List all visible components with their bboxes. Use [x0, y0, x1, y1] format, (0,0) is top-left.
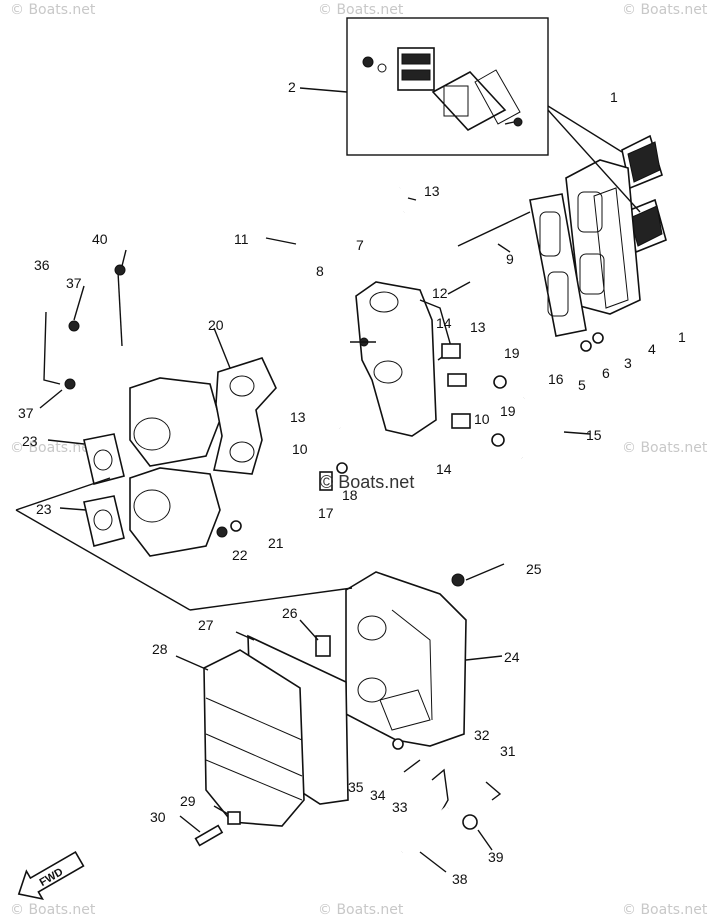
callout-11: 11: [234, 231, 249, 247]
callout-39: 39: [488, 849, 504, 865]
callout-6: 6: [602, 365, 610, 381]
callout-12: 12: [432, 285, 448, 301]
watermark-mid-left: © Boats.net: [10, 440, 96, 456]
callout-10a: 10: [474, 411, 490, 427]
callout-37a: 37: [66, 275, 82, 291]
callout-3: 3: [624, 355, 632, 371]
callout-2: 2: [288, 79, 296, 95]
callout-8: 8: [316, 263, 324, 279]
carburetor-gasket: [213, 357, 277, 475]
callout-22: 22: [232, 547, 248, 563]
callout-32: 32: [474, 727, 490, 743]
center-watermark: © Boats.net: [320, 472, 414, 492]
callout-20: 20: [208, 317, 224, 333]
callout-31: 31: [500, 743, 516, 759]
callout-labels: 1 2 1 3 4 5 6 7 8 40 36 37 11 13 9 12 20…: [18, 79, 686, 887]
watermark-top-mid: © Boats.net: [318, 2, 404, 18]
callout-38: 38: [452, 871, 468, 887]
callout-24: 24: [504, 649, 520, 665]
callout-1a: 1: [610, 89, 618, 105]
watermark-bottom-mid: © Boats.net: [318, 902, 404, 918]
callout-26: 26: [282, 605, 298, 621]
callout-14a: 14: [436, 315, 452, 331]
watermark-mid-right: © Boats.net: [622, 440, 708, 456]
link-rod-40: [117, 271, 123, 347]
callout-5: 5: [578, 377, 586, 393]
callout-9: 9: [506, 251, 514, 267]
callout-14b: 14: [436, 461, 452, 477]
callout-21: 21: [268, 535, 284, 551]
callout-30: 30: [150, 809, 166, 825]
callout-27: 27: [198, 617, 214, 633]
inset-box: [346, 17, 549, 156]
callout-25: 25: [526, 561, 542, 577]
callout-17: 17: [318, 505, 334, 521]
callout-23a: 23: [22, 433, 38, 449]
gasket-23-upper: [83, 433, 125, 485]
intake-silencer-case: [345, 571, 467, 747]
callout-29: 29: [180, 793, 196, 809]
callout-35: 35: [348, 779, 364, 795]
silencer-cover: [203, 649, 305, 827]
callout-16: 16: [548, 371, 564, 387]
callout-19b: 19: [500, 403, 516, 419]
callout-1b: 1: [678, 329, 686, 345]
watermark-top-left: © Boats.net: [10, 2, 96, 18]
link-rod-36: [43, 311, 61, 385]
callout-7: 7: [356, 237, 364, 253]
watermark-top-right: © Boats.net: [622, 2, 708, 18]
carburetor-assembly: [129, 377, 221, 557]
callout-36: 36: [34, 257, 50, 273]
reed-valve-kit-inset: [362, 47, 523, 131]
intake-manifold: [355, 281, 471, 437]
callout-19a: 19: [504, 345, 520, 361]
gasket-23-lower: [83, 495, 125, 547]
callout-28: 28: [152, 641, 168, 657]
watermark-bottom-right: © Boats.net: [622, 902, 708, 918]
callout-33: 33: [392, 799, 408, 815]
callout-13b: 13: [470, 319, 486, 335]
callout-4: 4: [648, 341, 656, 357]
callout-18: 18: [342, 487, 358, 503]
callout-34: 34: [370, 787, 386, 803]
callout-13a: 13: [424, 183, 440, 199]
callout-23b: 23: [36, 501, 52, 517]
callout-40: 40: [92, 231, 108, 247]
callout-37b: 37: [18, 405, 34, 421]
fwd-label: FWD: [38, 866, 66, 889]
callout-10b: 10: [292, 441, 308, 457]
fwd-arrow-icon: FWD: [17, 850, 85, 900]
intake-gasket: [529, 193, 587, 337]
callout-15: 15: [586, 427, 602, 443]
watermark-bottom-left: © Boats.net: [10, 902, 96, 918]
callout-13c: 13: [290, 409, 306, 425]
